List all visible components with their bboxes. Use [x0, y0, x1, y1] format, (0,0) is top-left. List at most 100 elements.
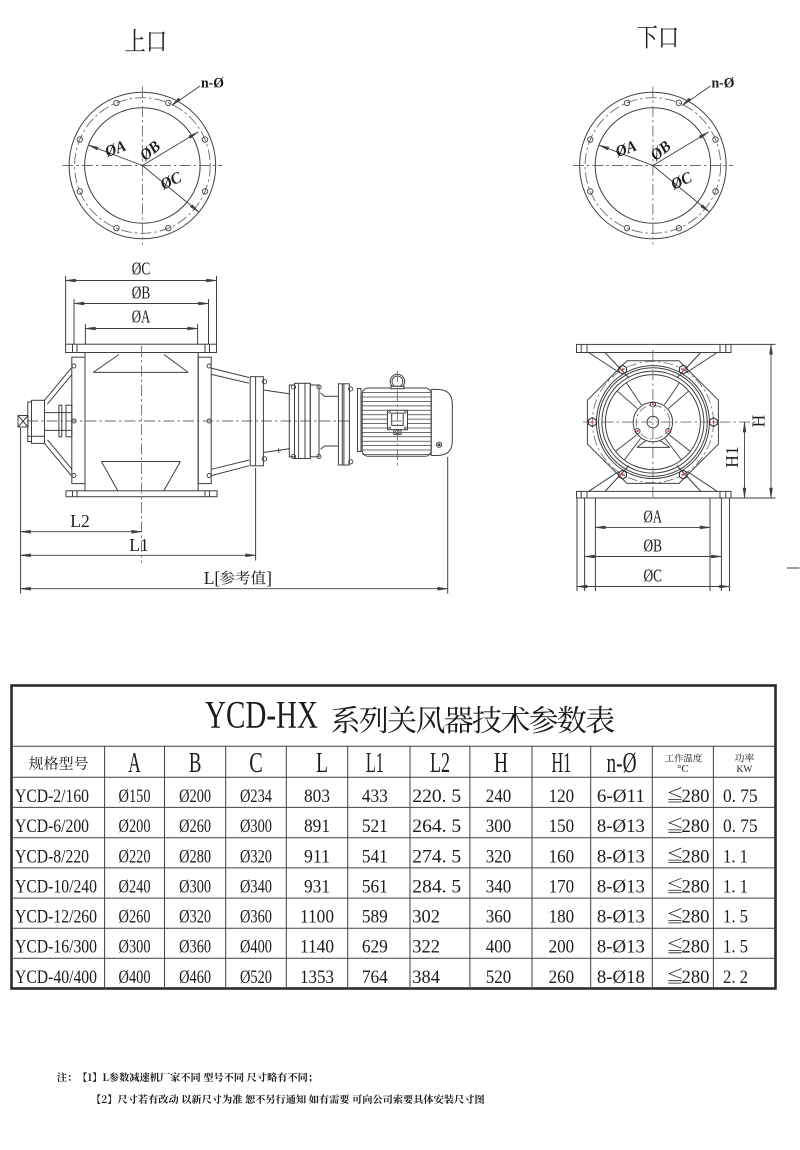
svg-text:ØC: ØC	[132, 259, 151, 279]
svg-text:280: 280	[682, 816, 710, 837]
svg-text:1. 1: 1. 1	[723, 877, 748, 898]
svg-text:2. 2: 2. 2	[723, 967, 748, 988]
svg-text:YCD-40/400: YCD-40/400	[15, 967, 97, 988]
svg-text:280: 280	[682, 846, 710, 867]
svg-text:Ø300: Ø300	[179, 877, 211, 898]
svg-text:Ø340: Ø340	[240, 877, 272, 898]
svg-text:n-Ø: n-Ø	[712, 76, 735, 92]
svg-text:H: H	[749, 414, 769, 427]
svg-text:891: 891	[304, 816, 330, 837]
svg-text:Ø360: Ø360	[240, 907, 272, 928]
svg-text:322: 322	[412, 937, 440, 958]
svg-text:L1: L1	[366, 748, 384, 779]
svg-text:200: 200	[549, 937, 575, 958]
svg-text:1100: 1100	[300, 907, 334, 928]
svg-text:384: 384	[412, 967, 440, 988]
svg-text:Ø200: Ø200	[179, 786, 211, 807]
svg-text:Ø220: Ø220	[119, 846, 151, 867]
svg-text:320: 320	[486, 846, 512, 867]
svg-text:L2: L2	[70, 511, 89, 531]
svg-text:803: 803	[304, 786, 330, 807]
svg-text:8-Ø13: 8-Ø13	[597, 877, 645, 898]
svg-text:YCD-2/160: YCD-2/160	[15, 786, 89, 807]
svg-text:561: 561	[362, 877, 388, 898]
svg-text:Ø320: Ø320	[240, 846, 272, 867]
svg-text:n-Ø: n-Ø	[201, 76, 224, 92]
svg-text:A: A	[128, 748, 141, 779]
svg-text:1. 5: 1. 5	[723, 937, 748, 958]
svg-text:ØA: ØA	[644, 507, 663, 527]
svg-text:911: 911	[304, 846, 330, 867]
svg-text:Ø400: Ø400	[119, 967, 151, 988]
svg-text:Ø300: Ø300	[240, 816, 272, 837]
svg-text:ØC: ØC	[668, 169, 695, 194]
svg-text:L: L	[316, 748, 328, 779]
svg-text:280: 280	[682, 877, 710, 898]
svg-text:240: 240	[486, 786, 512, 807]
svg-text:Ø400: Ø400	[240, 937, 272, 958]
svg-text:YCD-8/220: YCD-8/220	[15, 846, 89, 867]
svg-text:284. 5: 284. 5	[412, 877, 461, 898]
svg-text:150: 150	[549, 816, 575, 837]
svg-text:541: 541	[362, 846, 388, 867]
svg-text:ØA: ØA	[102, 138, 129, 162]
svg-text:520: 520	[486, 967, 512, 988]
svg-text:ØB: ØB	[647, 138, 675, 165]
svg-text:274. 5: 274. 5	[412, 846, 461, 867]
svg-text:1. 5: 1. 5	[723, 907, 748, 928]
svg-text:0. 75: 0. 75	[723, 786, 758, 807]
svg-text:ØA: ØA	[613, 138, 640, 162]
svg-text:0. 75: 0. 75	[723, 816, 758, 837]
svg-text:1140: 1140	[300, 937, 334, 958]
svg-text:280: 280	[682, 967, 710, 988]
svg-text:433: 433	[362, 786, 388, 807]
svg-text:L2: L2	[430, 748, 450, 779]
svg-text:°C: °C	[677, 764, 688, 775]
svg-text:160: 160	[549, 846, 575, 867]
svg-text:1. 1: 1. 1	[723, 846, 748, 867]
svg-text:YCD-6/200: YCD-6/200	[15, 816, 89, 837]
svg-text:YCD-16/300: YCD-16/300	[15, 937, 97, 958]
svg-text:264. 5: 264. 5	[412, 816, 461, 837]
svg-text:Ø240: Ø240	[119, 877, 151, 898]
svg-text:Ø280: Ø280	[179, 846, 211, 867]
svg-text:400: 400	[486, 937, 512, 958]
svg-text:L[: L[	[204, 568, 221, 588]
svg-text:120: 120	[549, 786, 575, 807]
svg-text:360: 360	[486, 907, 512, 928]
svg-text:629: 629	[362, 937, 388, 958]
svg-text:340: 340	[486, 877, 512, 898]
svg-text:YCD-12/260: YCD-12/260	[15, 907, 97, 928]
svg-text:260: 260	[549, 967, 575, 988]
svg-text:Ø300: Ø300	[119, 937, 151, 958]
svg-text:302: 302	[412, 907, 440, 928]
svg-text:Ø460: Ø460	[179, 967, 211, 988]
svg-text:ØB: ØB	[644, 536, 663, 556]
svg-text:Ø360: Ø360	[179, 937, 211, 958]
svg-text:YCD-10/240: YCD-10/240	[15, 877, 97, 898]
svg-text:H1: H1	[722, 446, 742, 467]
svg-text:H1: H1	[551, 748, 571, 779]
svg-text:ØA: ØA	[132, 307, 151, 327]
svg-text:L1: L1	[129, 535, 148, 555]
svg-text:220. 5: 220. 5	[412, 786, 461, 807]
svg-text:180: 180	[549, 907, 575, 928]
svg-text:8-Ø18: 8-Ø18	[597, 967, 645, 988]
svg-text:8-Ø13: 8-Ø13	[597, 816, 645, 837]
svg-text:H: H	[494, 748, 508, 779]
svg-text:Ø200: Ø200	[119, 816, 151, 837]
svg-text:Ø520: Ø520	[240, 967, 272, 988]
svg-text:1353: 1353	[300, 967, 334, 988]
svg-text:280: 280	[682, 937, 710, 958]
svg-text:300: 300	[486, 816, 512, 837]
svg-text:589: 589	[362, 907, 388, 928]
svg-text:931: 931	[304, 877, 330, 898]
svg-text:Ø234: Ø234	[240, 786, 272, 807]
svg-text:8-Ø13: 8-Ø13	[597, 937, 645, 958]
svg-text:KW: KW	[737, 765, 753, 775]
svg-text:]: ]	[266, 568, 272, 588]
svg-text:Ø150: Ø150	[119, 786, 151, 807]
svg-text:8-Ø13: 8-Ø13	[597, 907, 645, 928]
svg-text:ØC: ØC	[644, 566, 663, 586]
svg-text:6-Ø11: 6-Ø11	[597, 786, 645, 807]
